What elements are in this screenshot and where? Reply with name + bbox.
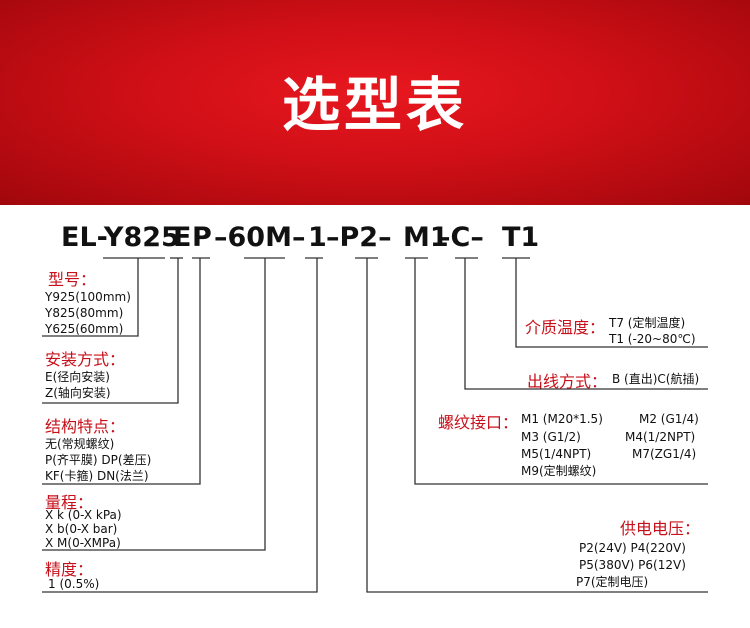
page-title: 选型表 (281, 71, 468, 139)
install-option: E(径向安装) (45, 370, 110, 384)
code-structure: P (192, 222, 212, 253)
structure-option: 无(常规螺纹) (45, 437, 115, 451)
code-model: EL-Y825 (61, 222, 180, 253)
power-option: P7(定制电压) (576, 575, 649, 589)
range-option: X M(0-XMPa) (45, 536, 121, 550)
thread-option: M3 (G1/2) (521, 430, 581, 444)
accuracy-label: 精度： (45, 560, 94, 579)
code-outlet: –C– (437, 222, 484, 253)
outlet-option: B (直出)C(航插) (612, 372, 700, 386)
power-option: P5(380V) P6(12V) (579, 558, 686, 572)
model-label: 型号： (48, 270, 97, 289)
thread-option: M5(1/4NPT) (521, 447, 592, 461)
code-range: –60M– (214, 222, 306, 253)
accuracy-option: 1 (0.5%) (48, 577, 100, 591)
install-option: Z(轴向安装) (45, 386, 111, 400)
install-label: 安装方式： (45, 350, 126, 369)
model-option: Y925(100mm) (45, 290, 131, 304)
model-option: Y825(80mm) (45, 306, 124, 320)
outlet-label: 出线方式： (527, 372, 608, 391)
power-option: P2(24V) P4(220V) (579, 541, 686, 555)
thread-option: M9(定制螺纹) (521, 464, 597, 478)
power-label: 供电电压： (620, 519, 701, 538)
temp-option: T1 (-20~80℃) (609, 332, 696, 346)
range-option: X k (0-X kPa) (45, 508, 122, 522)
structure-option: P(齐平膜) DP(差压) (45, 453, 152, 467)
thread-label: 螺纹接口： (438, 413, 519, 432)
code-thread: M1 (403, 222, 449, 253)
thread-option: M2 (G1/4) (639, 412, 699, 426)
model-option: Y625(60mm) (45, 322, 124, 336)
code-temp: T1 (502, 222, 540, 253)
structure-option: KF(卡箍) DN(法兰) (45, 469, 149, 483)
code-accuracy: 1 (308, 222, 327, 253)
thread-option: M1 (M20*1.5) (521, 412, 603, 426)
thread-option: M4(1/2NPT) (625, 430, 696, 444)
title-banner (0, 0, 750, 205)
range-label: 量程： (45, 493, 94, 512)
code-install: E (173, 222, 192, 253)
range-option: X b(0-X bar) (45, 522, 118, 536)
temp-label: 介质温度： (525, 318, 606, 337)
temp-option: T7 (定制温度) (609, 316, 686, 330)
structure-label: 结构特点： (45, 417, 126, 436)
code-power: –P2– (326, 222, 392, 253)
thread-option: M7(ZG1/4) (632, 447, 697, 461)
